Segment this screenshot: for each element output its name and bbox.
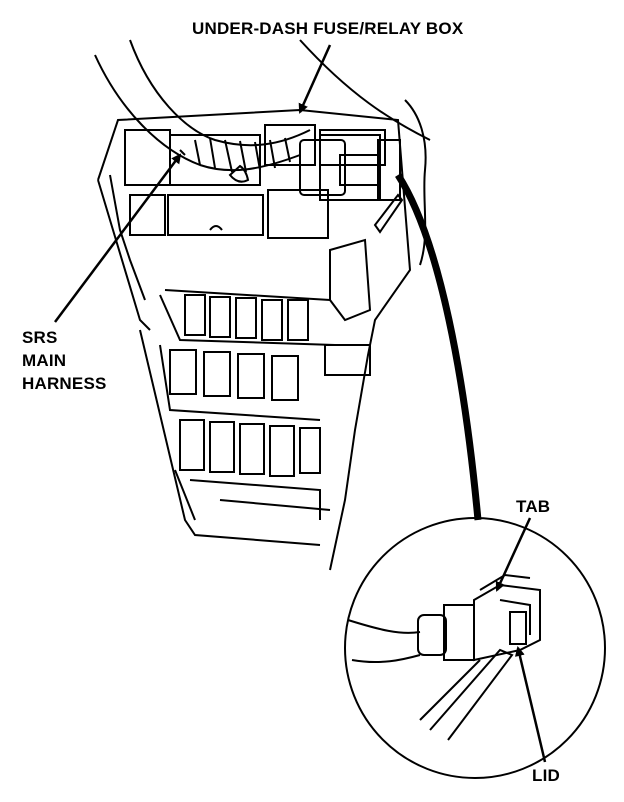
srs-pointer xyxy=(53,153,182,323)
srs-main-harness xyxy=(94,39,404,234)
detail-lead-line xyxy=(395,173,482,521)
fuse-box-label: UNDER-DASH FUSE/RELAY BOX xyxy=(192,19,464,38)
dashboard-outline xyxy=(299,39,431,141)
lid-pointer xyxy=(514,646,547,763)
srs-label-line1: SRS xyxy=(22,328,58,347)
srs-harness-label: SRS MAIN HARNESS xyxy=(22,326,107,395)
srs-label-line2: MAIN xyxy=(22,351,67,370)
srs-label-line3: HARNESS xyxy=(22,374,107,393)
fuse-box-pointer xyxy=(298,44,332,114)
fuse-relay-box xyxy=(97,108,412,571)
detail-view xyxy=(344,517,606,779)
lid-label: LID xyxy=(532,766,560,785)
tab-label: TAB xyxy=(516,497,551,516)
tab-pointer xyxy=(495,517,532,592)
